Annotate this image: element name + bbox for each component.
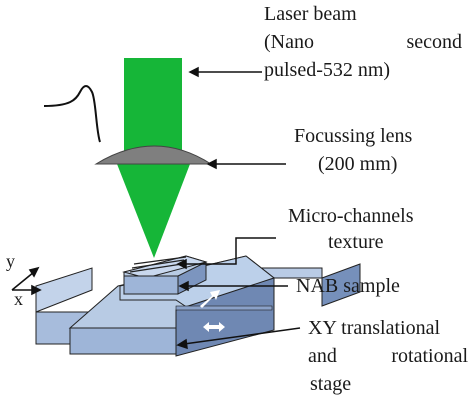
laser-beam — [124, 58, 182, 154]
stage-label-line1: XY translational — [308, 317, 441, 339]
laser-label-line1: Laser beam — [264, 3, 357, 25]
laser-label-line2b: second — [406, 31, 462, 53]
micro-channel-lines — [129, 256, 187, 273]
sample-label: NAB sample — [296, 275, 400, 297]
focusing-lens — [94, 145, 213, 165]
stage-label-line3: stage — [310, 373, 352, 395]
pulse-profile-icon — [43, 85, 101, 143]
lens-label-line1: Focussing lens — [294, 125, 413, 147]
laser-label-line2: (Nano second — [264, 32, 462, 52]
pointer-micro — [182, 237, 276, 265]
axis-y-label: y — [6, 251, 15, 271]
stage-label-line2b: rotational — [391, 345, 468, 367]
pointer-stage — [183, 327, 301, 345]
axis-x-label: x — [14, 289, 23, 309]
micro-label-line1: Micro-channels — [288, 205, 414, 227]
laser-label-line2a: (Nano — [264, 31, 314, 53]
stage-label-line2: and rotational — [308, 346, 468, 366]
focused-beam-cone — [117, 164, 190, 258]
lens-label-line2: (200 mm) — [318, 153, 398, 175]
laser-label-line3: pulsed-532 nm) — [264, 59, 391, 81]
stage-side-face — [175, 277, 275, 357]
stage-lower-right-side — [321, 263, 361, 307]
nab-sample-front — [123, 275, 179, 295]
rotation-arrow-icon — [200, 290, 220, 308]
stage-label-line2a: and — [308, 345, 337, 367]
stage-front-face — [69, 327, 177, 355]
translation-arrow-icon — [203, 322, 225, 332]
stage-lower-top — [35, 267, 93, 313]
xy-axes — [11, 266, 42, 296]
micro-label-line2: texture — [328, 231, 384, 253]
stage-strip — [175, 305, 273, 311]
